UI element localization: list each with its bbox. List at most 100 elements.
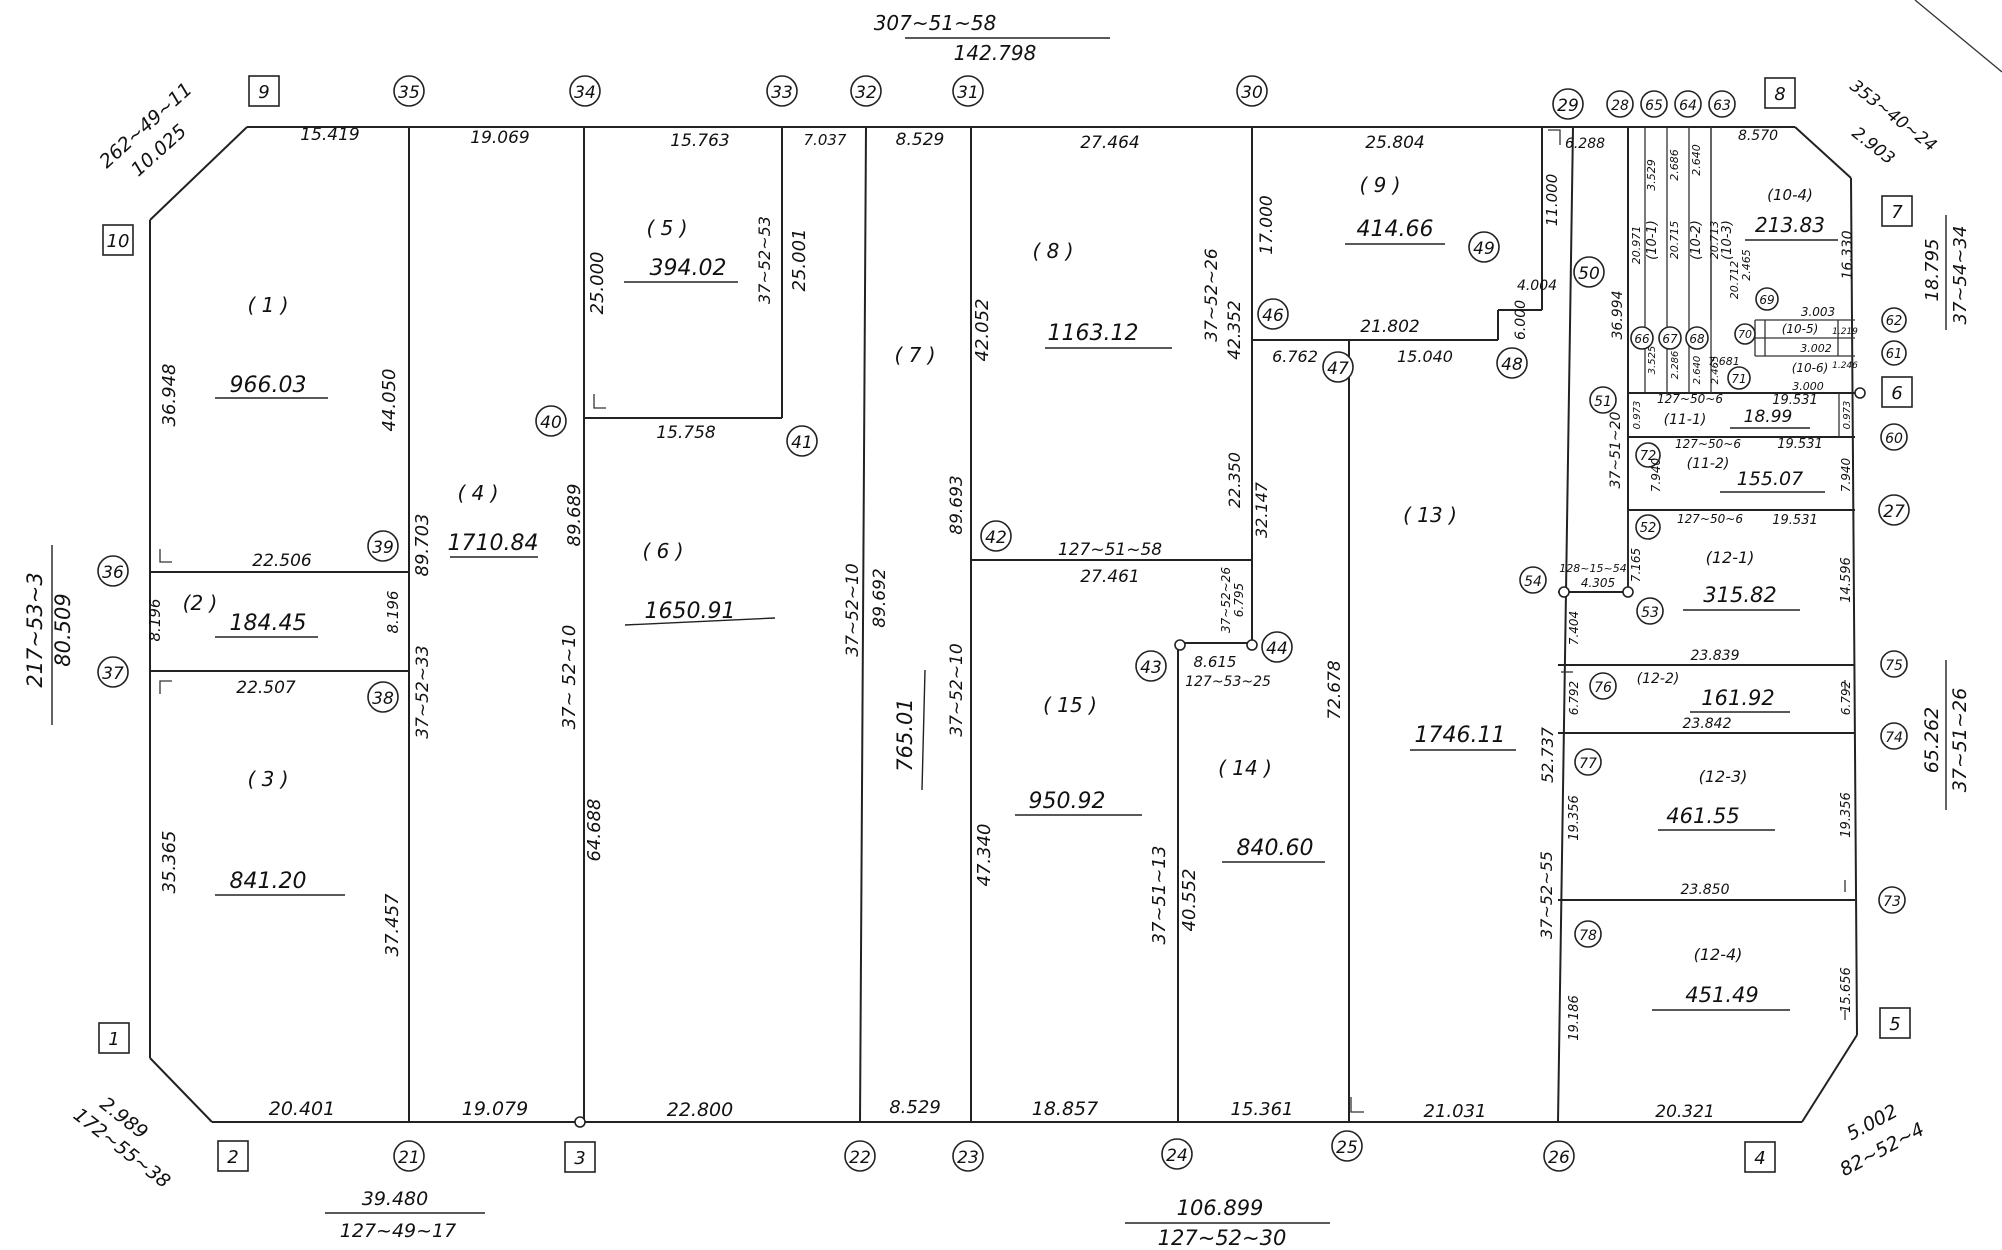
dim-37-52-55: 37~52~55 <box>1537 851 1556 939</box>
dim-top-6-288: 6.288 <box>1565 136 1605 152</box>
dim-40-552: 40.552 <box>1179 869 1200 932</box>
dim-19-356-a: 19.356 <box>1567 795 1582 841</box>
point-74: 74 <box>1885 730 1903 746</box>
lot-labels: ( 1 ) 966.03 (2 ) 184.45 ( 3 ) 841.20 ( … <box>183 173 1838 1011</box>
dim-36-994: 36.994 <box>1610 291 1626 340</box>
point-markers: 21 22 23 24 25 26 27 29 28 65 64 63 30 3… <box>97 75 1910 1172</box>
point-26: 26 <box>1548 1148 1570 1168</box>
dim-22-350: 22.350 <box>1225 452 1244 508</box>
point-35: 35 <box>398 83 420 103</box>
lot-12-3-label: (12-3) <box>1699 767 1748 786</box>
dim-37-51-13: 37~51~13 <box>1149 846 1170 945</box>
point-70: 70 <box>1738 328 1752 341</box>
dim-3-002: 3.002 <box>1800 342 1832 355</box>
dim-127-53-25: 127~53~25 <box>1185 674 1271 690</box>
dim-37-52-53: 37~52~53 <box>755 216 774 304</box>
dim-7-940-a: 7.940 <box>1649 457 1663 492</box>
dim-22-507: 22.507 <box>236 678 296 698</box>
point-24: 24 <box>1166 1146 1188 1166</box>
dim-36-948: 36.948 <box>159 364 180 427</box>
bearing-right-upper-distance: 18.795 <box>1922 239 1943 302</box>
dim-23-842: 23.842 <box>1683 716 1732 732</box>
dim-19-531-b: 19.531 <box>1777 437 1823 452</box>
corner-8: 8 <box>1774 84 1785 105</box>
point-36: 36 <box>102 563 124 583</box>
lot-10-4-label: (10-4) <box>1767 186 1813 204</box>
dim-23-850: 23.850 <box>1681 882 1730 898</box>
dim-20-712: 20.712 <box>1728 261 1741 300</box>
point-62: 62 <box>1886 314 1903 329</box>
dim-8-196-right: 8.196 <box>384 591 402 634</box>
point-52: 52 <box>1640 521 1657 536</box>
outer-bearings: 307~51~58 142.798 262~49~11 10.025 217~5… <box>23 11 1971 1250</box>
lot-4-label: ( 4 ) <box>457 481 498 505</box>
point-32: 32 <box>855 83 877 103</box>
dim-89-693: 89.693 <box>947 475 967 534</box>
dim-89-692: 89.692 <box>870 568 890 627</box>
lot-11-2-label: (11-2) <box>1687 456 1730 472</box>
lot-2-area: 184.45 <box>230 611 307 636</box>
dim-6-795: 6.795 <box>1232 583 1246 617</box>
point-47: 47 <box>1327 359 1349 379</box>
point-78: 78 <box>1579 928 1597 944</box>
point-72: 72 <box>1640 449 1657 464</box>
dim-top-19-069: 19.069 <box>470 128 529 148</box>
point-28: 28 <box>1611 98 1629 114</box>
dim-8-196-left: 8.196 <box>146 599 164 642</box>
point-46: 46 <box>1262 306 1284 326</box>
point-54: 54 <box>1524 574 1542 590</box>
dim-7-681: 7.681 <box>1708 355 1740 368</box>
lot-15-label: ( 15 ) <box>1043 693 1097 717</box>
point-21: 21 <box>398 1148 420 1168</box>
dim-7-404: 7.404 <box>1567 611 1581 645</box>
corner-6: 6 <box>1891 383 1902 404</box>
dim-1-219: 1.219 <box>1832 327 1858 337</box>
lot-5-area: 394.02 <box>650 256 727 281</box>
dim-0-973-b: 0.973 <box>1842 401 1853 430</box>
lot-8-label: ( 8 ) <box>1032 239 1073 263</box>
lot-3-area: 841.20 <box>230 869 307 894</box>
point-69: 69 <box>1759 293 1774 307</box>
dim-47-340: 47.340 <box>974 824 995 887</box>
dim-19-531-a: 19.531 <box>1772 393 1818 408</box>
dim-2-686: 2.686 <box>1668 149 1681 181</box>
dim-top-8-570: 8.570 <box>1738 128 1778 144</box>
dim-25-000: 25.000 <box>587 252 608 315</box>
dim-15-040: 15.040 <box>1397 347 1453 366</box>
corner-1: 1 <box>108 1029 119 1050</box>
dim-127-50-6-b: 127~50~6 <box>1675 437 1741 451</box>
lot-9-label: ( 9 ) <box>1359 173 1400 197</box>
point-63: 63 <box>1713 98 1731 114</box>
point-68: 68 <box>1689 332 1705 346</box>
dim-6-000: 6.000 <box>1513 300 1529 340</box>
point-65: 65 <box>1645 98 1663 114</box>
dim-127-50-6-c: 127~50~6 <box>1677 512 1743 526</box>
dim-27-461: 27.461 <box>1080 567 1139 587</box>
dim-17-000: 17.000 <box>1257 195 1277 254</box>
point-41: 41 <box>791 433 813 453</box>
lot-13-area: 1746.11 <box>1415 723 1506 748</box>
point-25: 25 <box>1336 1138 1358 1158</box>
point-34: 34 <box>574 83 596 103</box>
dim-4-305: 4.305 <box>1581 576 1615 590</box>
point-61: 61 <box>1886 347 1903 362</box>
lot-12-3-area: 461.55 <box>1666 804 1739 828</box>
dim-127-50-6-a: 127~50~6 <box>1657 392 1723 406</box>
point-49: 49 <box>1473 239 1495 259</box>
lot-1-area: 966.03 <box>230 373 307 398</box>
point-67: 67 <box>1662 332 1678 346</box>
dim-128-15-54: 128~15~54 <box>1559 562 1626 575</box>
point-23: 23 <box>957 1148 979 1168</box>
point-50: 50 <box>1578 264 1600 284</box>
boundary-lines <box>149 126 1858 1123</box>
lot-6-area: 1650.91 <box>645 599 736 624</box>
dim-37-52-33: 37~52~33 <box>413 645 433 738</box>
dim-37-52-10-b: 37~52~10 <box>843 563 863 656</box>
dim-15-656: 15.656 <box>1839 967 1854 1013</box>
lot-6-label: ( 6 ) <box>642 539 683 563</box>
dim-21-802: 21.802 <box>1360 317 1419 337</box>
dim-top-8-529: 8.529 <box>896 130 945 150</box>
dim-8-615: 8.615 <box>1194 653 1237 671</box>
dim-top-7-037: 7.037 <box>804 131 847 149</box>
lot-12-2-label: (12-2) <box>1637 671 1680 687</box>
